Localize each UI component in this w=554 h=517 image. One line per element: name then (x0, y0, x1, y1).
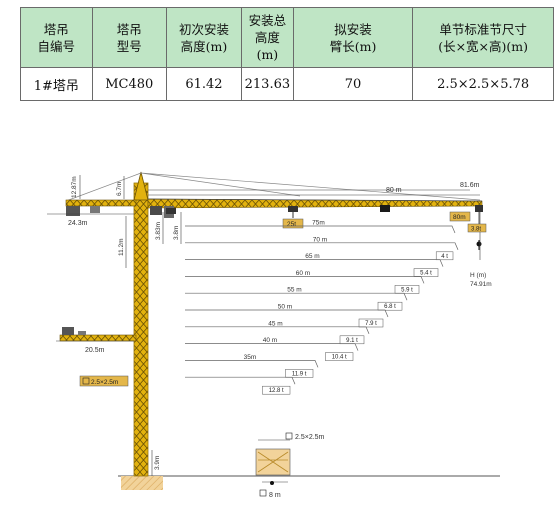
load-chart-load: 5.9 t (401, 287, 413, 293)
load-chart-load: 7.9 t (365, 321, 377, 327)
load-chart-line (185, 343, 359, 351)
load-chart-line (185, 309, 389, 318)
tip-trolley (475, 205, 483, 212)
load-chart-radius: 40 m (263, 337, 277, 344)
header-section-size: 单节标准节尺寸(长×宽×高)(m) (412, 7, 554, 68)
dim-trolley-a: 3.83m (155, 222, 162, 240)
winch-unit (90, 206, 100, 213)
load-chart-load-box (325, 352, 354, 361)
crane-foundation (121, 476, 163, 490)
load-chart-line (185, 276, 425, 284)
cell-initial-height: 61.42 (165, 67, 242, 101)
load-chart-load-box (285, 369, 314, 378)
tip-box-label: 80m (453, 214, 466, 221)
base-centre-marker (270, 481, 274, 485)
section-label: 2.5×2.5m (91, 379, 118, 386)
load-chart-load: 9.1 t (346, 338, 358, 344)
dim-peak-height: 12.87m (71, 176, 78, 198)
top-load-box (282, 218, 304, 229)
dim-head-height: 6.7m (116, 182, 123, 196)
load-chart-load: 10.4 t (332, 355, 347, 361)
top-load-label: 25t (287, 221, 296, 228)
load-chart-line (185, 376, 296, 385)
load-chart-load: 11.9 t (292, 371, 307, 377)
dim-base-height: 3.9m (154, 456, 161, 470)
table-header-row: 塔吊自编号 塔吊型号 初次安装高度(m) 安装总高度(m) 拟安装臂长(m) 单… (20, 7, 554, 68)
header-initial-height: 初次安装高度(m) (165, 7, 242, 68)
load-chart-load-box (413, 268, 439, 277)
counter-weight (66, 206, 80, 216)
load-chart: 75m 70 m 4 t 65 m 5.4 t 60 m 5.9 t 55 m 6.8 t 50 … (185, 220, 459, 395)
load-chart-radius: 35m (244, 354, 257, 361)
load-chart-load-box (435, 251, 454, 261)
tip-load-label: 3.8t (471, 227, 481, 233)
dim-counter-jib: 24.3m (68, 220, 88, 227)
trolley-mid (288, 206, 298, 212)
load-chart-radius: 45 m (268, 320, 282, 327)
dim-trolley-b: 3.8m (173, 226, 180, 240)
cell-crane-id: 1#塔吊 (20, 67, 93, 101)
crane-spec-table: 塔吊自编号 塔吊型号 初次安装高度(m) 安装总高度(m) 拟安装臂长(m) 单… (20, 7, 554, 101)
load-chart-line (185, 259, 444, 267)
load-chart-line (185, 292, 408, 301)
load-chart-load: 4 t (441, 254, 448, 260)
load-chart-load-box (394, 285, 420, 294)
base-section-label: 2.5×2.5m (295, 434, 325, 441)
header-jib-length: 拟安装臂长(m) (292, 7, 414, 68)
cell-crane-model: MC480 (91, 67, 167, 101)
tower-mast (133, 182, 149, 477)
lower-counter-jib (59, 334, 137, 342)
table-row: 1#塔吊 MC480 61.42 213.63 70 2.5×2.5×5.78 (20, 67, 554, 101)
header-total-height: 安装总高度(m) (240, 7, 294, 68)
load-chart-radius: 65 m (305, 253, 319, 260)
dim-jib-80: 80 m (386, 187, 402, 194)
dim-hook-height: H (m) (470, 272, 486, 279)
dim-lower-counter: 20.5m (85, 347, 105, 354)
load-chart-load-box (262, 385, 291, 395)
base-detail (255, 448, 291, 476)
tip-load-box (467, 223, 487, 233)
base-foundation-label: 8 m (269, 492, 281, 499)
load-chart-radius: 60 m (296, 270, 310, 277)
load-chart-radius: 75m (312, 220, 325, 227)
load-chart-radius: 50 m (278, 304, 292, 311)
load-chart-radius: 70 m (313, 236, 327, 243)
load-chart-line (185, 326, 370, 334)
dim-hook-value: 74.91m (470, 281, 492, 288)
tip-box (449, 211, 471, 222)
dim-jib-816: 81.6m (460, 182, 480, 189)
operator-cab (150, 206, 162, 215)
trolley-far (380, 205, 390, 212)
cell-section-size: 2.5×2.5×5.78 (412, 67, 554, 101)
section-label-box (79, 375, 129, 387)
header-crane-model: 塔吊型号 (91, 7, 167, 68)
load-chart-line (185, 360, 319, 368)
header-crane-id: 塔吊自编号 (20, 7, 93, 68)
load-chart-load-box (358, 318, 384, 328)
jib-pendants (65, 172, 481, 202)
load-chart-line (185, 225, 456, 234)
dim-tower-head: 11.2m (118, 238, 125, 256)
load-chart-load: 5.4 t (420, 271, 432, 277)
load-chart-radius: 55 m (287, 287, 301, 294)
counter-jib (65, 199, 137, 207)
cell-jib-length: 70 (292, 67, 414, 101)
load-chart-line (185, 242, 459, 250)
load-chart-load: 6.8 t (384, 304, 396, 310)
trolley-near (166, 208, 176, 214)
tower-peak (133, 171, 149, 201)
load-chart-load: 12.8 t (269, 388, 284, 394)
load-chart-load-box (377, 301, 403, 311)
